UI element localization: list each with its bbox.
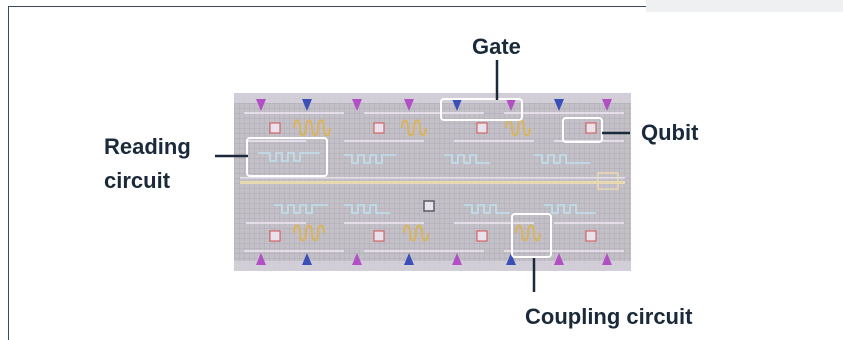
reading-circuit-label: Reading circuit xyxy=(104,130,191,198)
coupling-circuit-label: Coupling circuit xyxy=(525,304,692,330)
qubit-label: Qubit xyxy=(641,120,698,146)
gate-label: Gate xyxy=(472,34,521,60)
